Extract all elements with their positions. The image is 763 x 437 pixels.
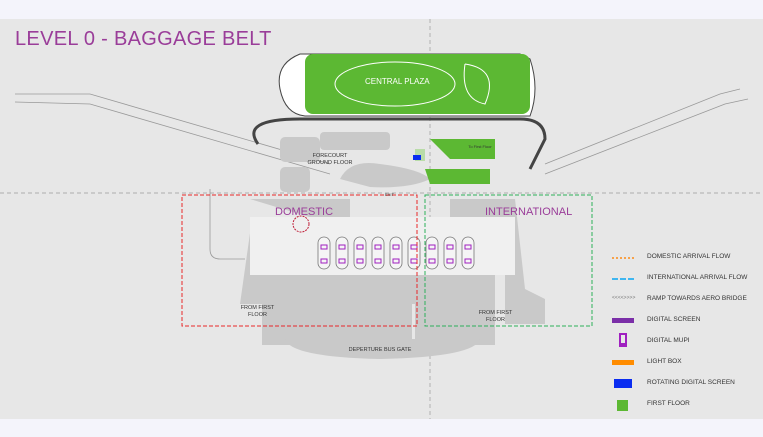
baggage-belt xyxy=(443,236,457,270)
bar-icon xyxy=(612,360,634,365)
map-canvas: LEVEL 0 - BAGGAGE BELT DOMESTIC INTERNAT… xyxy=(0,19,763,419)
departure-bus-gate-label: DEPERTURE BUS GATE xyxy=(348,347,412,353)
baggage-belts xyxy=(317,236,475,270)
legend-item: LIGHT BOX xyxy=(612,356,763,370)
first-floor-area xyxy=(430,139,495,159)
digital-mupi xyxy=(338,258,346,264)
digital-mupi xyxy=(356,258,364,264)
bus-gate xyxy=(285,339,480,359)
international-label: INTERNATIONAL xyxy=(485,206,573,218)
digital-mupi xyxy=(320,258,328,264)
digital-mupi xyxy=(464,258,472,264)
dotted-arrow-icon xyxy=(612,257,634,259)
road-right xyxy=(544,88,741,165)
digital-mupi xyxy=(446,244,454,250)
box-icon xyxy=(614,379,632,388)
chevron-ramp-icon: <<<<>>>> xyxy=(612,295,636,301)
legend-item: FIRST FLOOR xyxy=(612,398,763,412)
legend-label: FIRST FLOOR xyxy=(647,400,690,407)
domestic-label: DOMESTIC xyxy=(275,206,334,218)
from-first-floor-left-label: FROM FIRST FLOOR xyxy=(240,305,275,318)
mupi-icon xyxy=(619,333,627,347)
baggage-belt xyxy=(425,236,439,270)
baggage-belt xyxy=(389,236,403,270)
road-left xyxy=(15,93,331,165)
digital-mupi xyxy=(428,244,436,250)
digital-mupi xyxy=(392,258,400,264)
legend-item: INTERNATIONAL ARRIVAL FLOW xyxy=(612,272,763,286)
legend-item: DOMESTIC ARRIVAL FLOW xyxy=(612,251,763,265)
exit-label: EXIT xyxy=(385,192,394,197)
digital-mupi xyxy=(338,244,346,250)
central-plaza-label: CENTRAL PLAZA xyxy=(365,77,430,86)
digital-mupi xyxy=(320,244,328,250)
legend-label: INTERNATIONAL ARRIVAL FLOW xyxy=(647,274,748,281)
legend-label: DIGITAL MUPI xyxy=(647,337,690,344)
square-icon xyxy=(617,400,628,411)
legend-label: RAMP TOWARDS AERO BRIDGE xyxy=(647,295,747,302)
baggage-belt xyxy=(353,236,367,270)
digital-mupi xyxy=(464,244,472,250)
legend-item: <<<<>>>> RAMP TOWARDS AERO BRIDGE xyxy=(612,293,763,307)
dashed-arrow-icon xyxy=(612,278,634,280)
legend-label: DIGITAL SCREEN xyxy=(647,316,701,323)
forecourt-label: FORECOURT GROUND FLOOR xyxy=(307,153,353,166)
baggage-belt xyxy=(335,236,349,270)
from-first-floor-right-label: FROM FIRST FLOOR xyxy=(478,310,513,323)
baggage-belt xyxy=(317,236,331,270)
digital-mupi xyxy=(392,244,400,250)
digital-mupi xyxy=(356,244,364,250)
digital-mupi xyxy=(410,244,418,250)
ramp-road xyxy=(252,117,547,170)
legend-label: DOMESTIC ARRIVAL FLOW xyxy=(647,253,731,260)
bar-icon xyxy=(612,318,634,323)
legend-label: LIGHT BOX xyxy=(647,358,682,365)
digital-mupi xyxy=(428,258,436,264)
legend-item: ROTATING DIGITAL SCREEN xyxy=(612,377,763,391)
domestic-zone xyxy=(181,194,418,327)
terminal-floor-plan xyxy=(0,19,763,419)
digital-mupi xyxy=(374,244,382,250)
baggage-belt xyxy=(371,236,385,270)
to-first-floor-label: To First Floor xyxy=(468,144,492,149)
rotating-digital-screen xyxy=(413,155,421,160)
legend-item: DIGITAL SCREEN xyxy=(612,314,763,328)
page-title: LEVEL 0 - BAGGAGE BELT xyxy=(15,28,272,50)
baggage-belt xyxy=(407,236,421,270)
digital-mupi xyxy=(446,258,454,264)
baggage-belt xyxy=(461,236,475,270)
legend-item: DIGITAL MUPI xyxy=(612,333,763,349)
digital-mupi xyxy=(374,258,382,264)
international-zone xyxy=(424,194,593,327)
legend-label: ROTATING DIGITAL SCREEN xyxy=(647,379,735,386)
